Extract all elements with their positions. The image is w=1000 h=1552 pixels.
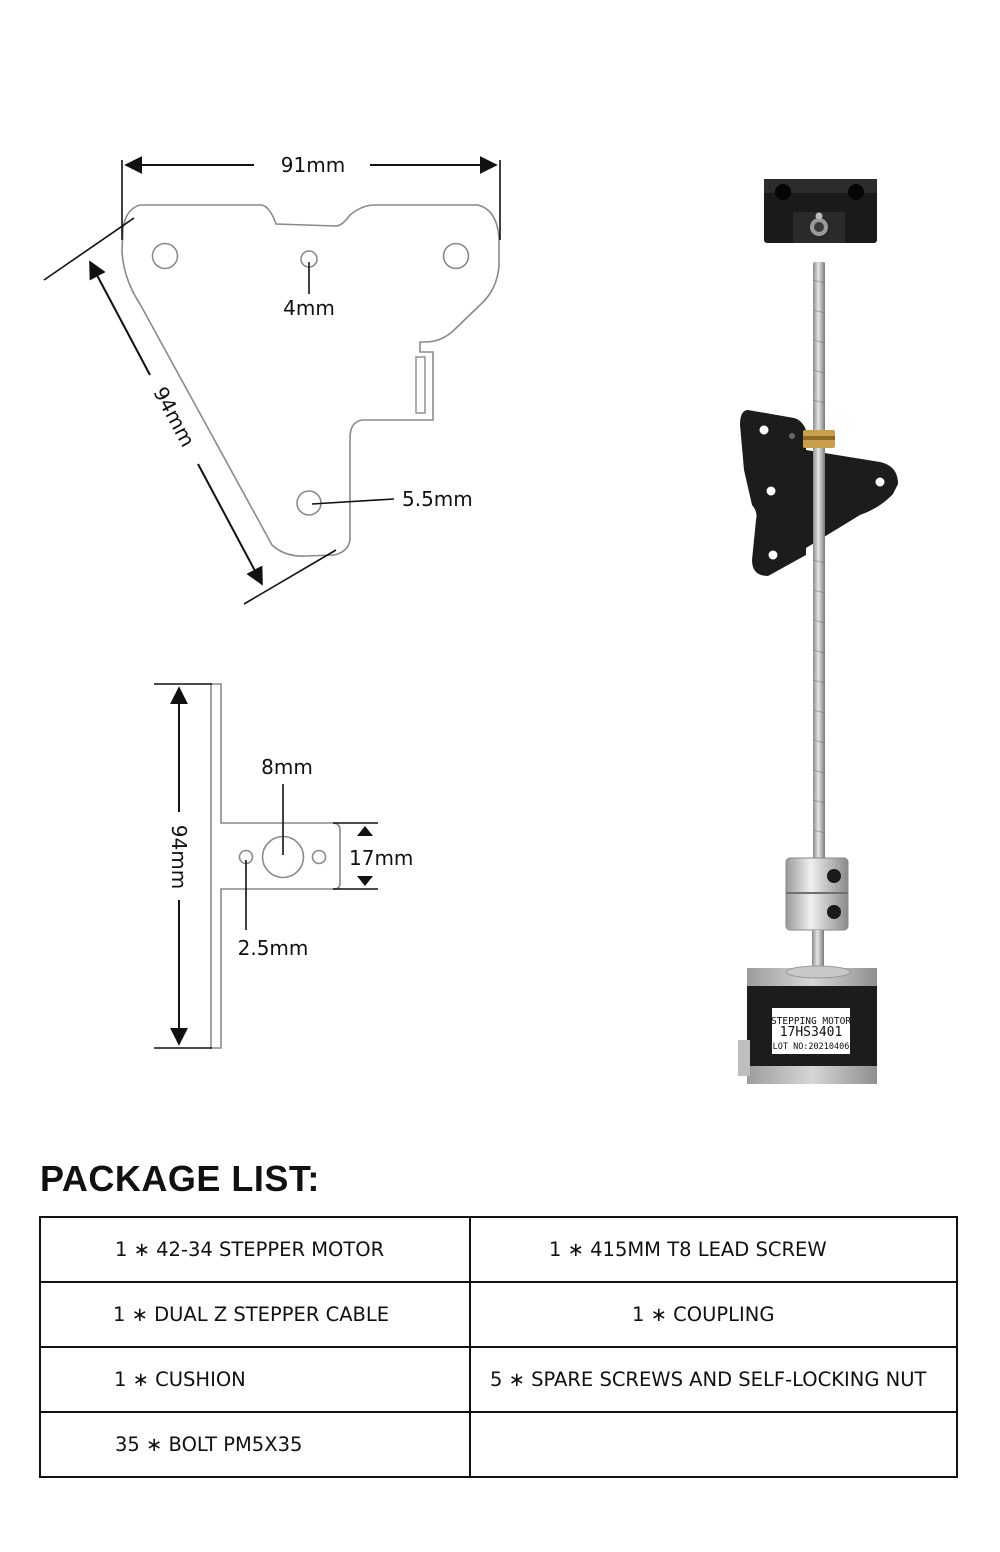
table-cell: 1 ∗ CUSHION <box>39 1346 471 1413</box>
table-cell: 5 ∗ SPARE SCREWS AND SELF-LOCKING NUT <box>469 1346 958 1413</box>
plate-side-label: 94mm <box>148 383 199 451</box>
plate-outline <box>121 204 500 557</box>
motor-label-line3: LOT NO:20210406 <box>773 1042 850 1052</box>
motor-label-line1: STEPPING MOTOR <box>771 1016 851 1027</box>
side-dim-arrow-top <box>89 260 151 376</box>
plate-hole-right <box>442 242 470 270</box>
bracket-outline <box>210 683 341 1049</box>
bracket-drawing: 94mm 17mm 8mm 2.5mm <box>154 683 413 1049</box>
table-cell: 1 ∗ COUPLING <box>469 1281 958 1348</box>
table-cell: 1 ∗ 415MM T8 LEAD SCREW <box>469 1216 958 1283</box>
bracket-small-hole-label: 2.5mm <box>238 936 309 960</box>
stepper-motor: STEPPING MOTOR 17HS3401 LOT NO:20210406 <box>738 965 877 1084</box>
package-list-table: 1 ∗ 42-34 STEPPER MOTOR 1 ∗ 415MM T8 LEA… <box>39 1216 958 1478</box>
table-row: 1 ∗ 42-34 STEPPER MOTOR 1 ∗ 415MM T8 LEA… <box>39 1216 958 1283</box>
plate-hole-left <box>151 242 179 270</box>
table-cell <box>469 1411 958 1478</box>
motor-label-line2: 17HS3401 <box>780 1025 843 1040</box>
top-bearing-block <box>764 179 877 243</box>
table-row: 35 ∗ BOLT PM5X35 <box>39 1411 958 1478</box>
plate-large-hole-label: 5.5mm <box>402 487 473 511</box>
side-dim-arrow-bottom <box>197 463 263 586</box>
bracket-hole-right <box>311 849 327 865</box>
product-illustration: STEPPING MOTOR 17HS3401 LOT NO:20210406 <box>738 179 898 1084</box>
package-item: 1 ∗ COUPLING <box>632 1303 775 1326</box>
package-item: 35 ∗ BOLT PM5X35 <box>115 1433 303 1456</box>
plate-drawing: 91mm 94mm 4mm 5.5mm <box>43 153 501 605</box>
bracket-height-label: 94mm <box>167 825 191 889</box>
package-item: 5 ∗ SPARE SCREWS AND SELF-LOCKING NUT <box>490 1368 927 1391</box>
motor-label-sticker <box>772 1008 850 1054</box>
plate-slot <box>415 356 426 414</box>
bracket-tab-height-label: 17mm <box>349 846 413 870</box>
table-row: 1 ∗ CUSHION 5 ∗ SPARE SCREWS AND SELF-LO… <box>39 1346 958 1413</box>
shaft-coupling <box>785 857 849 931</box>
table-cell: 35 ∗ BOLT PM5X35 <box>39 1411 471 1478</box>
package-list-title: PACKAGE LIST: <box>40 1158 320 1199</box>
table-cell: 1 ∗ DUAL Z STEPPER CABLE <box>39 1281 471 1348</box>
table-cell: 1 ∗ 42-34 STEPPER MOTOR <box>39 1216 471 1283</box>
plate-small-hole-label: 4mm <box>283 296 335 320</box>
package-item: 1 ∗ CUSHION <box>114 1368 246 1391</box>
product-diagram: 91mm 94mm 4mm 5.5mm 94mm 17mm 8mm <box>43 153 898 1084</box>
bracket-center-hole-label: 8mm <box>261 755 313 779</box>
package-item: 1 ∗ 415MM T8 LEAD SCREW <box>549 1238 827 1261</box>
plate-width-label: 91mm <box>281 153 345 177</box>
package-item: 1 ∗ 42-34 STEPPER MOTOR <box>115 1238 385 1261</box>
lead-screw <box>813 262 825 862</box>
package-item: 1 ∗ DUAL Z STEPPER CABLE <box>113 1303 390 1326</box>
table-row: 1 ∗ DUAL Z STEPPER CABLE 1 ∗ COUPLING <box>39 1281 958 1348</box>
